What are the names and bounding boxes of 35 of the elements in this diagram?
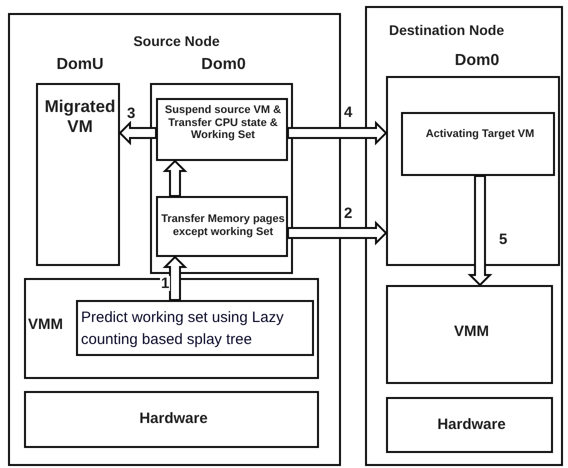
process-text: Predict working set using Lazy counting based splay tree bbox=[81, 308, 285, 350]
node-container bbox=[8, 13, 341, 466]
step-number: 4 bbox=[343, 105, 354, 120]
layer-box bbox=[386, 397, 553, 453]
hollow-arrow bbox=[162, 160, 188, 197]
layer-box bbox=[24, 391, 319, 448]
hollow-arrow bbox=[287, 220, 388, 246]
step-number: 1 bbox=[160, 276, 170, 291]
process-box bbox=[401, 112, 555, 176]
hollow-arrow bbox=[118, 120, 157, 146]
hollow-arrow bbox=[162, 256, 188, 301]
layer-box bbox=[386, 285, 553, 384]
process-text: Suspend source VM & Transfer CPU state & Working Set bbox=[164, 104, 282, 142]
node-title: Destination Node bbox=[389, 22, 506, 38]
node-container bbox=[365, 6, 563, 466]
hollow-arrow bbox=[468, 175, 492, 286]
process-box bbox=[76, 300, 314, 356]
process-box bbox=[156, 98, 288, 161]
layer-label: VMM bbox=[453, 323, 490, 340]
vm-label: Migrated VM bbox=[44, 97, 116, 136]
hollow-arrow bbox=[287, 120, 388, 146]
process-box bbox=[156, 196, 288, 257]
layer-box bbox=[24, 278, 319, 379]
step-number: 3 bbox=[126, 106, 136, 121]
step-number: 5 bbox=[498, 232, 508, 247]
layer-label: Hardware bbox=[138, 410, 209, 428]
layer-label: Hardware bbox=[436, 416, 507, 434]
domain-heading: Dom0 bbox=[200, 56, 247, 74]
node-title: Source Node bbox=[132, 33, 221, 50]
process-text: Transfer Memory pages except working Set bbox=[160, 213, 286, 238]
domain-heading: DomU bbox=[55, 56, 105, 74]
process-text: Activating Target VM bbox=[424, 128, 536, 141]
domain-heading: Dom0 bbox=[454, 52, 500, 70]
step-number: 2 bbox=[343, 206, 354, 221]
layer-label: VMM bbox=[28, 316, 64, 334]
